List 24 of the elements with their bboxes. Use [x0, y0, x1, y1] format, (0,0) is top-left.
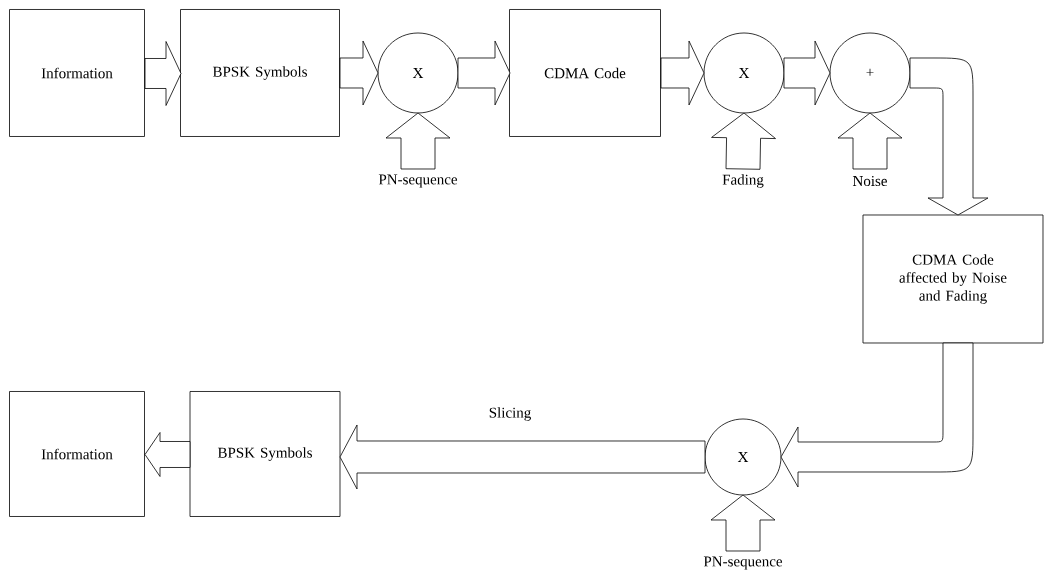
process-box: BPSK Symbols [189, 391, 341, 517]
input-label: PN-sequence [378, 174, 458, 188]
block-arrow [710, 494, 776, 552]
process-box: CDMA Code [509, 9, 661, 137]
process-box: BPSK Symbols [180, 9, 340, 137]
block-arrow [339, 424, 706, 490]
block-arrow [144, 41, 182, 106]
input-label: Fading [722, 174, 764, 188]
block-arrow [144, 432, 191, 477]
block-arrow [711, 112, 776, 170]
process-box: CDMA Code affected by Noise and Fading [862, 214, 1044, 344]
block-arrow [837, 112, 903, 170]
edge-label: Slicing [486, 405, 534, 423]
block-arrow [385, 112, 451, 170]
block-arrow [660, 40, 705, 106]
input-label: Noise [852, 175, 887, 187]
input-label: PN-sequence [703, 556, 783, 570]
process-box: Information [9, 391, 145, 517]
block-arrow [780, 342, 974, 488]
process-box: Information [9, 9, 145, 137]
block-arrow [457, 40, 511, 106]
block-arrow [339, 40, 379, 106]
block-arrow [783, 40, 831, 106]
block-arrow [909, 57, 989, 216]
